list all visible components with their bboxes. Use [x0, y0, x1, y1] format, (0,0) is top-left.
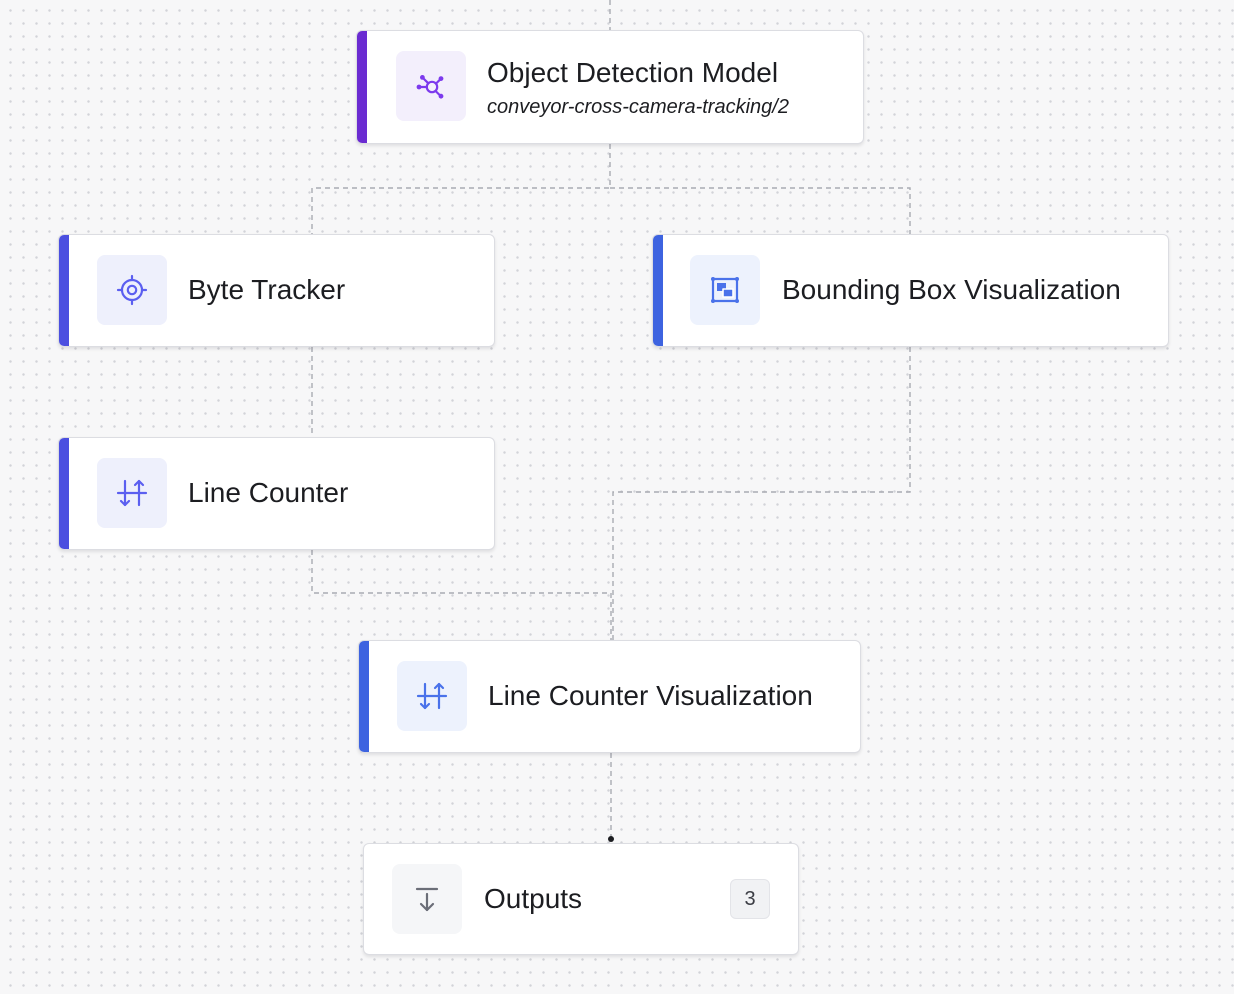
node-text: Object Detection Model conveyor-cross-ca… — [487, 51, 789, 125]
edge-object-detection-to-bounding-box — [610, 187, 911, 234]
node-text: Bounding Box Visualization — [782, 255, 1121, 325]
node-title: Byte Tracker — [188, 274, 346, 305]
node-line-counter[interactable]: Line Counter — [58, 437, 495, 550]
node-object-detection-model[interactable]: Object Detection Model conveyor-cross-ca… — [356, 30, 864, 144]
arrows-up-down-icon — [416, 682, 448, 710]
node-title: Outputs — [484, 883, 583, 914]
edge-object-detection-to-byte-tracker — [311, 144, 611, 234]
node-icon-box — [396, 51, 466, 121]
node-accent-bar — [59, 235, 69, 346]
node-accent-bar — [357, 31, 367, 143]
node-icon-box — [397, 661, 467, 731]
node-text: Outputs — [484, 864, 582, 934]
node-byte-tracker[interactable]: Byte Tracker — [58, 234, 495, 347]
node-icon-box — [97, 255, 167, 325]
node-model-id: conveyor-cross-camera-tracking/2 — [487, 96, 789, 118]
node-icon-box — [690, 255, 760, 325]
edge-bounding-box-to-line-counter-viz — [612, 347, 911, 640]
node-title: Line Counter Visualization — [488, 680, 813, 711]
edge-line-counter-to-line-counter-viz — [311, 550, 612, 640]
node-title: Object Detection Model — [487, 57, 779, 88]
node-text: Byte Tracker — [188, 255, 345, 325]
node-outputs[interactable]: Outputs 3 — [363, 843, 799, 955]
node-icon-box — [392, 864, 462, 934]
node-title: Line Counter — [188, 477, 349, 508]
arrow-down-to-line-icon — [415, 887, 439, 912]
node-bounding-box-visualization[interactable]: Bounding Box Visualization — [652, 234, 1169, 347]
network-nodes-icon — [416, 75, 444, 99]
target-icon — [116, 274, 148, 306]
node-accent-bar — [359, 641, 369, 752]
arrows-up-down-icon — [116, 479, 148, 507]
node-text: Line Counter — [188, 458, 348, 528]
node-title: Bounding Box Visualization — [782, 274, 1121, 305]
node-text: Line Counter Visualization — [488, 661, 813, 731]
node-icon-box — [97, 458, 167, 528]
node-accent-bar — [653, 235, 663, 346]
bounding-box-icon — [711, 277, 739, 303]
node-accent-bar — [59, 438, 69, 549]
node-line-counter-visualization[interactable]: Line Counter Visualization — [358, 640, 861, 753]
outputs-connector-dot — [608, 836, 614, 842]
outputs-count-badge: 3 — [730, 879, 770, 919]
